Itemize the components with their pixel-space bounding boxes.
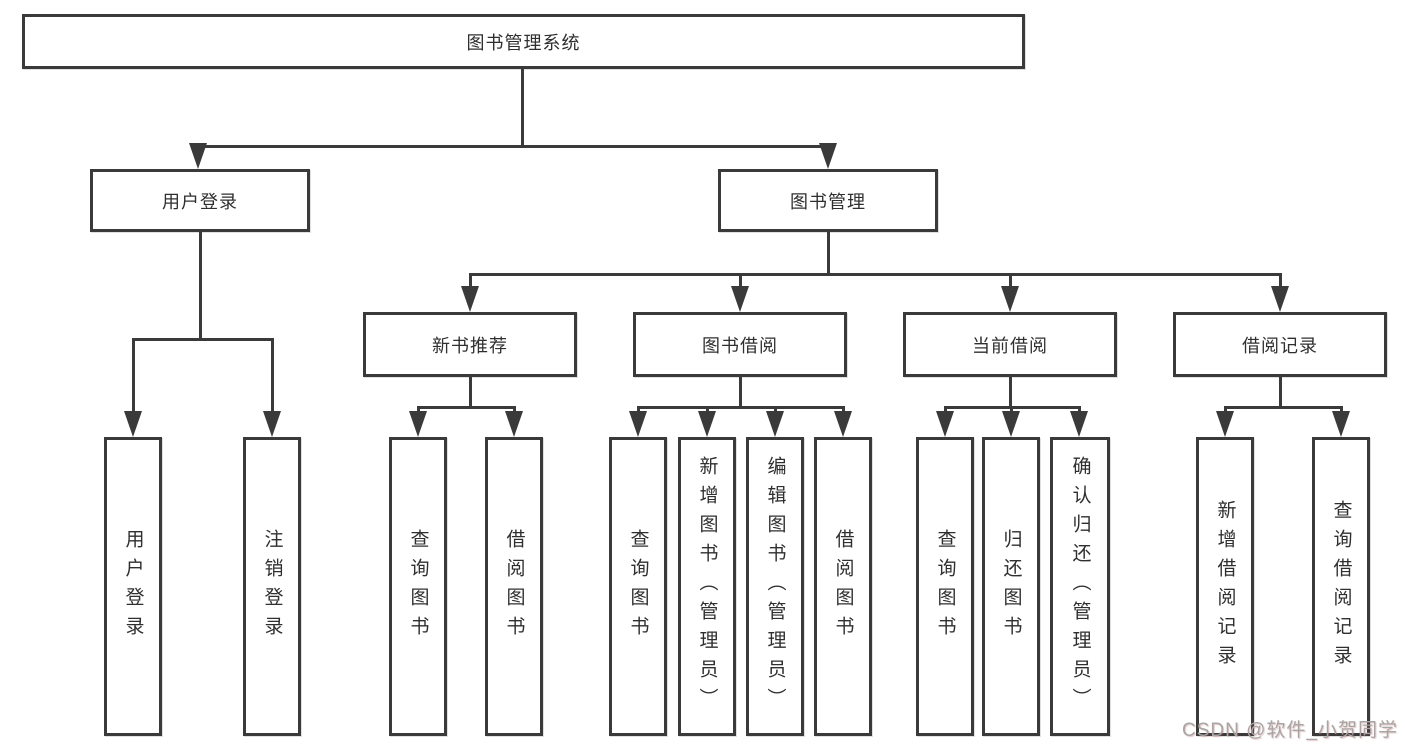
arrowhead-leaf	[409, 411, 427, 437]
connector-leaf-login-shaft	[132, 338, 135, 414]
connector-records-stem	[1279, 377, 1282, 406]
arrowhead-recommend	[461, 286, 479, 312]
leaf-query-books-current-label: 查询图书	[934, 528, 956, 645]
leaf-borrow-books-recommend-label: 借阅图书	[503, 528, 525, 645]
connector-leaf-shaft	[637, 406, 640, 414]
connector-leaf-logout-shaft	[271, 338, 274, 414]
arrowhead-current	[1001, 286, 1019, 312]
arrowhead-leaf	[766, 411, 784, 437]
arrowhead-leaf	[1070, 411, 1088, 437]
leaf-borrow-books-borrowing: 借阅图书	[814, 437, 872, 736]
connector-records-shaft	[1279, 273, 1282, 289]
arrowhead-leaf	[1332, 411, 1350, 437]
node-user-login-label: 用户登录	[162, 191, 238, 212]
leaf-query-books-borrowing-label: 查询图书	[627, 528, 649, 645]
arrowhead-leaf	[1002, 411, 1020, 437]
arrowhead-borrowing	[731, 286, 749, 312]
leaf-query-borrow-record: 查询借阅记录	[1312, 437, 1370, 736]
leaf-logout-label: 注销登录	[261, 528, 283, 645]
arrowhead-leaf-logout	[263, 411, 281, 437]
leaf-borrow-books-recommend: 借阅图书	[485, 437, 543, 736]
connector-leaf-shaft	[842, 406, 845, 414]
connector-book-mgmt-stem	[827, 232, 830, 273]
node-book-borrowing-label: 图书借阅	[702, 335, 778, 356]
node-borrowing-records: 借阅记录	[1173, 312, 1387, 377]
node-root: 图书管理系统	[22, 14, 1025, 69]
arrowhead-leaf	[1216, 411, 1234, 437]
leaf-query-books-recommend: 查询图书	[389, 437, 447, 736]
node-new-book-recommendation-label: 新书推荐	[432, 335, 508, 356]
leaf-edit-books-admin: 编辑图书（管理员）	[746, 437, 804, 736]
arrowhead-leaf	[629, 411, 647, 437]
node-root-label: 图书管理系统	[466, 32, 581, 53]
node-user-login: 用户登录	[90, 169, 310, 232]
leaf-borrow-books-borrowing-label: 借阅图书	[832, 528, 854, 645]
connector-root-stem	[521, 69, 524, 145]
leaf-user-login: 用户登录	[104, 437, 162, 736]
arrowhead-records	[1271, 286, 1289, 312]
leaf-confirm-return-admin-label: 确认归还（管理员）	[1069, 456, 1091, 717]
node-book-management: 图书管理	[718, 169, 938, 232]
leaf-return-books: 归还图书	[982, 437, 1040, 736]
connector-leaf-shaft	[513, 406, 516, 414]
leaf-query-borrow-record-label: 查询借阅记录	[1330, 499, 1352, 674]
connector-leaf-shaft	[1078, 406, 1081, 414]
connector-user-login-stem	[199, 232, 202, 338]
node-current-borrowing: 当前借阅	[903, 312, 1117, 377]
leaf-return-books-label: 归还图书	[1000, 528, 1022, 645]
arrowhead-user-login	[189, 143, 207, 169]
leaf-edit-books-admin-label: 编辑图书（管理员）	[764, 456, 786, 717]
node-current-borrowing-label: 当前借阅	[972, 335, 1048, 356]
leaf-query-books-current: 查询图书	[916, 437, 974, 736]
connector-current-stem	[1009, 377, 1012, 406]
connector-leaf-shaft	[1010, 406, 1013, 414]
leaf-confirm-return-admin: 确认归还（管理员）	[1050, 437, 1110, 736]
arrowhead-leaf	[936, 411, 954, 437]
watermark: CSDN @软件_小贺同学	[1182, 720, 1398, 741]
leaf-add-books-admin: 新增图书（管理员）	[678, 437, 736, 736]
connector-current-shaft	[1009, 273, 1012, 289]
connector-leaf-shaft	[1340, 406, 1343, 414]
arrowhead-leaf	[834, 411, 852, 437]
leaf-user-login-label: 用户登录	[122, 528, 144, 645]
leaf-query-books-borrowing: 查询图书	[609, 437, 667, 736]
node-borrowing-records-label: 借阅记录	[1242, 335, 1318, 356]
connector-recommend-shaft	[469, 273, 472, 289]
leaf-add-borrow-record: 新增借阅记录	[1196, 437, 1254, 736]
leaf-logout: 注销登录	[243, 437, 301, 736]
node-new-book-recommendation: 新书推荐	[363, 312, 577, 377]
node-book-management-label: 图书管理	[790, 191, 866, 212]
connector-level2-split	[197, 145, 831, 148]
leaf-add-books-admin-label: 新增图书（管理员）	[696, 456, 718, 717]
connector-leaf-shaft	[1224, 406, 1227, 414]
connector-level3-split	[469, 273, 1281, 276]
connector-leaf-shaft	[774, 406, 777, 414]
arrowhead-leaf	[505, 411, 523, 437]
connector-user-login-split	[132, 338, 273, 341]
arrowhead-leaf	[698, 411, 716, 437]
connector-records-leaf-split	[1224, 406, 1342, 409]
connector-recommend-stem	[469, 377, 472, 406]
node-book-borrowing: 图书借阅	[633, 312, 847, 377]
leaf-add-borrow-record-label: 新增借阅记录	[1214, 499, 1236, 674]
arrowhead-book-mgmt	[819, 143, 837, 169]
connector-borrowing-shaft	[739, 273, 742, 289]
connector-leaf-shaft	[417, 406, 420, 414]
arrowhead-leaf-login	[124, 411, 142, 437]
connector-borrowing-leaf-split	[637, 406, 845, 409]
connector-recommend-leaf-split	[417, 406, 516, 409]
leaf-query-books-recommend-label: 查询图书	[407, 528, 429, 645]
connector-leaf-shaft	[944, 406, 947, 414]
connector-leaf-shaft	[706, 406, 709, 414]
connector-borrowing-stem	[739, 377, 742, 406]
